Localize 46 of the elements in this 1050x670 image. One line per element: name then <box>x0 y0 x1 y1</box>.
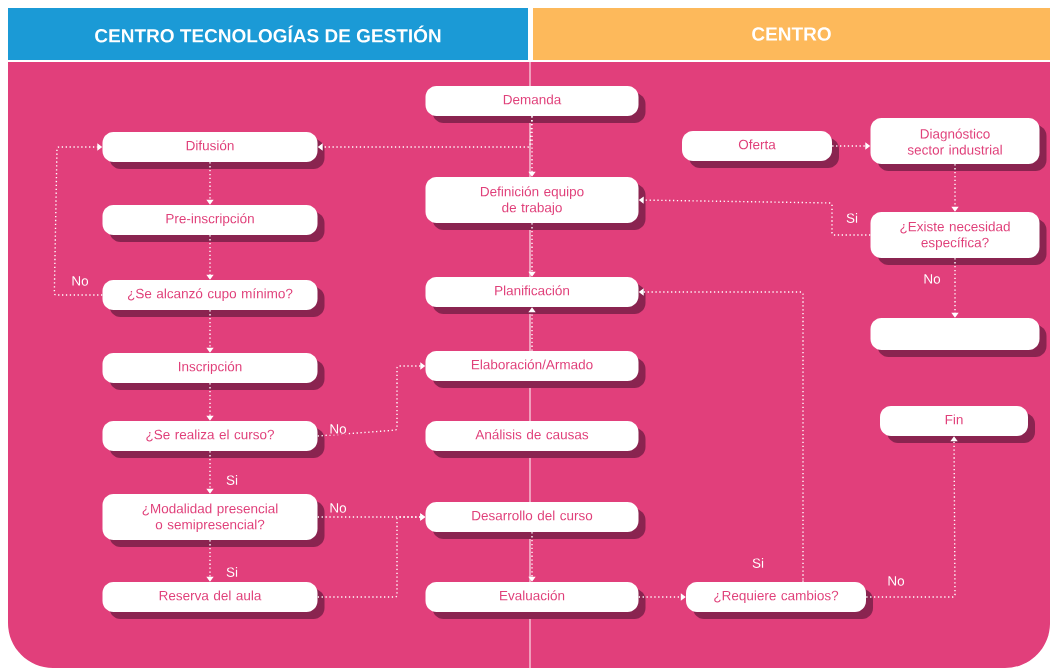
arrow <box>528 531 536 582</box>
edge-label: Si <box>225 566 239 578</box>
arrow <box>206 450 214 494</box>
header-band: CENTRO TECNOLOGÍAS DE GESTIÓN <box>8 8 528 60</box>
process-box: Definición equipo de trabajo <box>425 177 646 230</box>
edge-label: No <box>328 423 348 435</box>
process-box: Diagnóstico sector industrial <box>870 118 1047 171</box>
process-box: ¿Se realiza el curso? <box>102 421 325 458</box>
arrow <box>206 161 214 205</box>
arrow <box>865 436 958 598</box>
edge-label: Si <box>845 212 859 224</box>
process-box: Difusión <box>102 132 325 169</box>
arrow <box>206 539 214 582</box>
process-box: ¿Requiere cambios? <box>686 582 873 619</box>
process-box: Elaboración/Armado <box>425 351 646 388</box>
process-box: Desarrollo del curso <box>425 502 646 539</box>
arrow <box>206 309 214 353</box>
empty-box <box>870 318 1047 357</box>
edge-label: Si <box>751 557 765 569</box>
process-box: ¿Modalidad presencial o semipresencial? <box>102 494 325 547</box>
edge-label: No <box>70 275 90 287</box>
arrow <box>638 593 686 601</box>
process-box: Demanda <box>425 86 646 123</box>
arrow <box>206 234 214 280</box>
arrow <box>528 307 536 352</box>
arrow <box>951 163 959 212</box>
header-band: CENTRO <box>533 8 1050 60</box>
edge-label: No <box>886 575 906 587</box>
process-box: Oferta <box>682 131 839 168</box>
process-box: Evaluación <box>425 582 646 619</box>
process-box: ¿Se alcanzó cupo mínimo? <box>102 280 325 317</box>
arrow <box>528 115 536 177</box>
process-box: Reserva del aula <box>102 582 325 619</box>
process-box: Pre-inscripción <box>102 205 325 242</box>
arrow <box>53 143 103 296</box>
arrow <box>951 257 959 318</box>
process-box: Planificación <box>425 277 646 314</box>
arrow <box>206 382 214 421</box>
process-box: Análisis de causas <box>425 421 646 458</box>
edge-label: No <box>922 273 942 285</box>
process-box: Fin <box>880 406 1035 443</box>
process-box: Inscripción <box>102 353 325 390</box>
edge-label: No <box>328 502 348 514</box>
arrow <box>528 222 536 277</box>
edge-label: Si <box>225 474 239 486</box>
process-box: ¿Existe necesidad específica? <box>870 212 1047 265</box>
